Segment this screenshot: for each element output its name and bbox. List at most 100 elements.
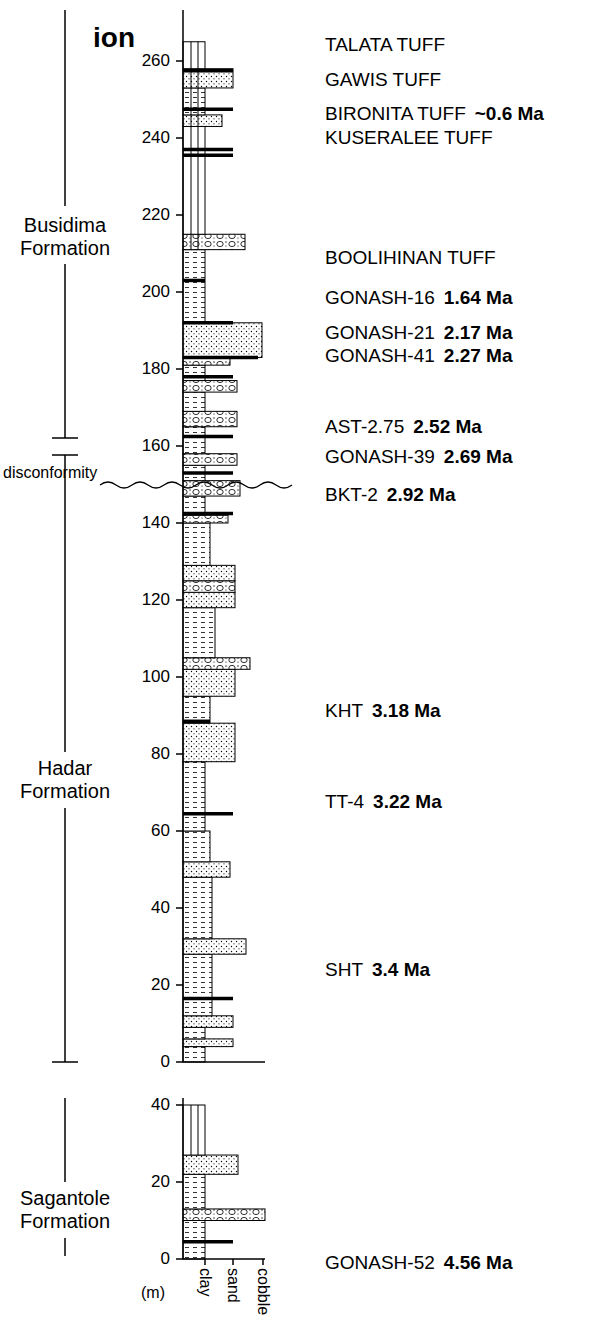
tuff-line [183,69,233,73]
age-label: 3.18 Ma [372,700,441,722]
tuff-label: GONASH-39 [325,446,435,468]
tuff-label: BIRONITA TUFF [325,103,466,125]
tuff-line [183,321,233,325]
axis-line [182,1098,184,1259]
axis-tick-label: 0 [161,1052,170,1072]
tuff-label: KUSERALEE TUFF [325,127,493,149]
axis-tick-label: 220 [142,205,170,225]
tuff-label: SHT [325,959,363,981]
rock-bed [183,1105,205,1155]
rock-bed [183,515,228,523]
rock-bed [183,565,235,580]
disconformity-label: disconformity [3,464,97,482]
axis-tick-label: 40 [151,1095,170,1115]
rock-bed [183,669,235,696]
age-label: 3.4 Ma [372,959,430,981]
grain-size-label: clay [196,1268,214,1296]
axis-tick [176,984,183,986]
axis-tick [176,676,183,678]
rock-bed [183,523,210,565]
tuff-line [183,720,210,724]
axis-tick-label: 260 [142,51,170,71]
age-label: ~0.6 Ma [475,103,544,125]
axis-tick [176,1104,183,1106]
axis-tick [176,60,183,62]
axis-tick-label: 120 [142,590,170,610]
rock-bed [183,115,222,127]
axis-line [182,10,184,1062]
column-line [191,1105,192,1155]
rock-bed [183,1209,265,1221]
axis-tick-label: 80 [151,744,170,764]
age-label: 3.22 Ma [373,791,442,813]
axis-tick-label: 100 [142,667,170,687]
tuff-label: GONASH-16 [325,287,435,309]
tuff-line [183,435,233,439]
formation-label: Hadar Formation [5,757,125,803]
tuff-line [183,356,258,360]
axis-tick [176,753,183,755]
formation-label: Sagantole Formation [5,1187,125,1233]
rock-bed [183,1047,205,1062]
rock-bed [183,581,235,593]
tuff-label: AST-2.75 [325,416,404,438]
rock-bed [183,454,237,466]
tuff-label: KHT [325,700,363,722]
tuff-label: BKT-2 [325,484,378,506]
tuff-line [183,812,233,816]
unit-label: (m) [141,1283,165,1302]
rock-bed [183,250,205,323]
tuff-label: GAWIS TUFF [325,69,441,91]
rock-bed [183,608,215,658]
tuff-line [183,154,233,158]
column-line [191,42,192,250]
tuff-label: GONASH-41 [325,345,435,367]
figure-title: ion [93,22,135,54]
tuff-line [183,375,233,379]
rock-bed [183,696,210,723]
axis-tick [176,214,183,216]
axis-tick-label: 40 [151,898,170,918]
tuff-line [183,471,233,475]
rock-bed [183,831,210,862]
axis-line [183,1258,265,1260]
axis-tick [176,1258,183,1260]
rock-bed [183,323,262,358]
age-label: 4.56 Ma [444,1252,513,1274]
rock-bed [183,939,246,954]
age-label: 2.92 Ma [387,484,456,506]
tuff-label: GONASH-21 [325,322,435,344]
axis-tick [232,1259,234,1265]
axis-tick-label: 20 [151,1172,170,1192]
tuff-line [183,512,233,516]
grain-size-label: cobble [254,1268,272,1315]
age-label: 2.17 Ma [444,322,513,344]
rock-bed [183,954,212,1016]
axis-tick-label: 140 [142,513,170,533]
rock-bed [183,1039,233,1047]
tuff-label: TT-4 [325,791,364,813]
column-line [198,42,199,250]
rock-bed [183,42,205,69]
tuff-line [183,279,205,283]
tuff-label: BOOLIHINAN TUFF [325,247,496,269]
axis-tick-label: 240 [142,128,170,148]
tuff-line [183,148,233,152]
formation-label: Busidima Formation [5,214,125,260]
axis-tick [176,291,183,293]
rock-bed [183,381,237,393]
rock-bed [183,126,205,234]
axis-line [183,1061,265,1063]
column-line [198,1105,199,1155]
axis-tick [176,830,183,832]
tuff-label: GONASH-52 [325,1252,435,1274]
age-label: 2.69 Ma [444,446,513,468]
rock-bed [183,234,245,249]
rock-bed [183,658,250,670]
rock-bed [183,1155,238,1174]
rock-bed [183,1174,205,1209]
rock-bed [183,592,235,607]
tuff-label: TALATA TUFF [325,34,445,56]
